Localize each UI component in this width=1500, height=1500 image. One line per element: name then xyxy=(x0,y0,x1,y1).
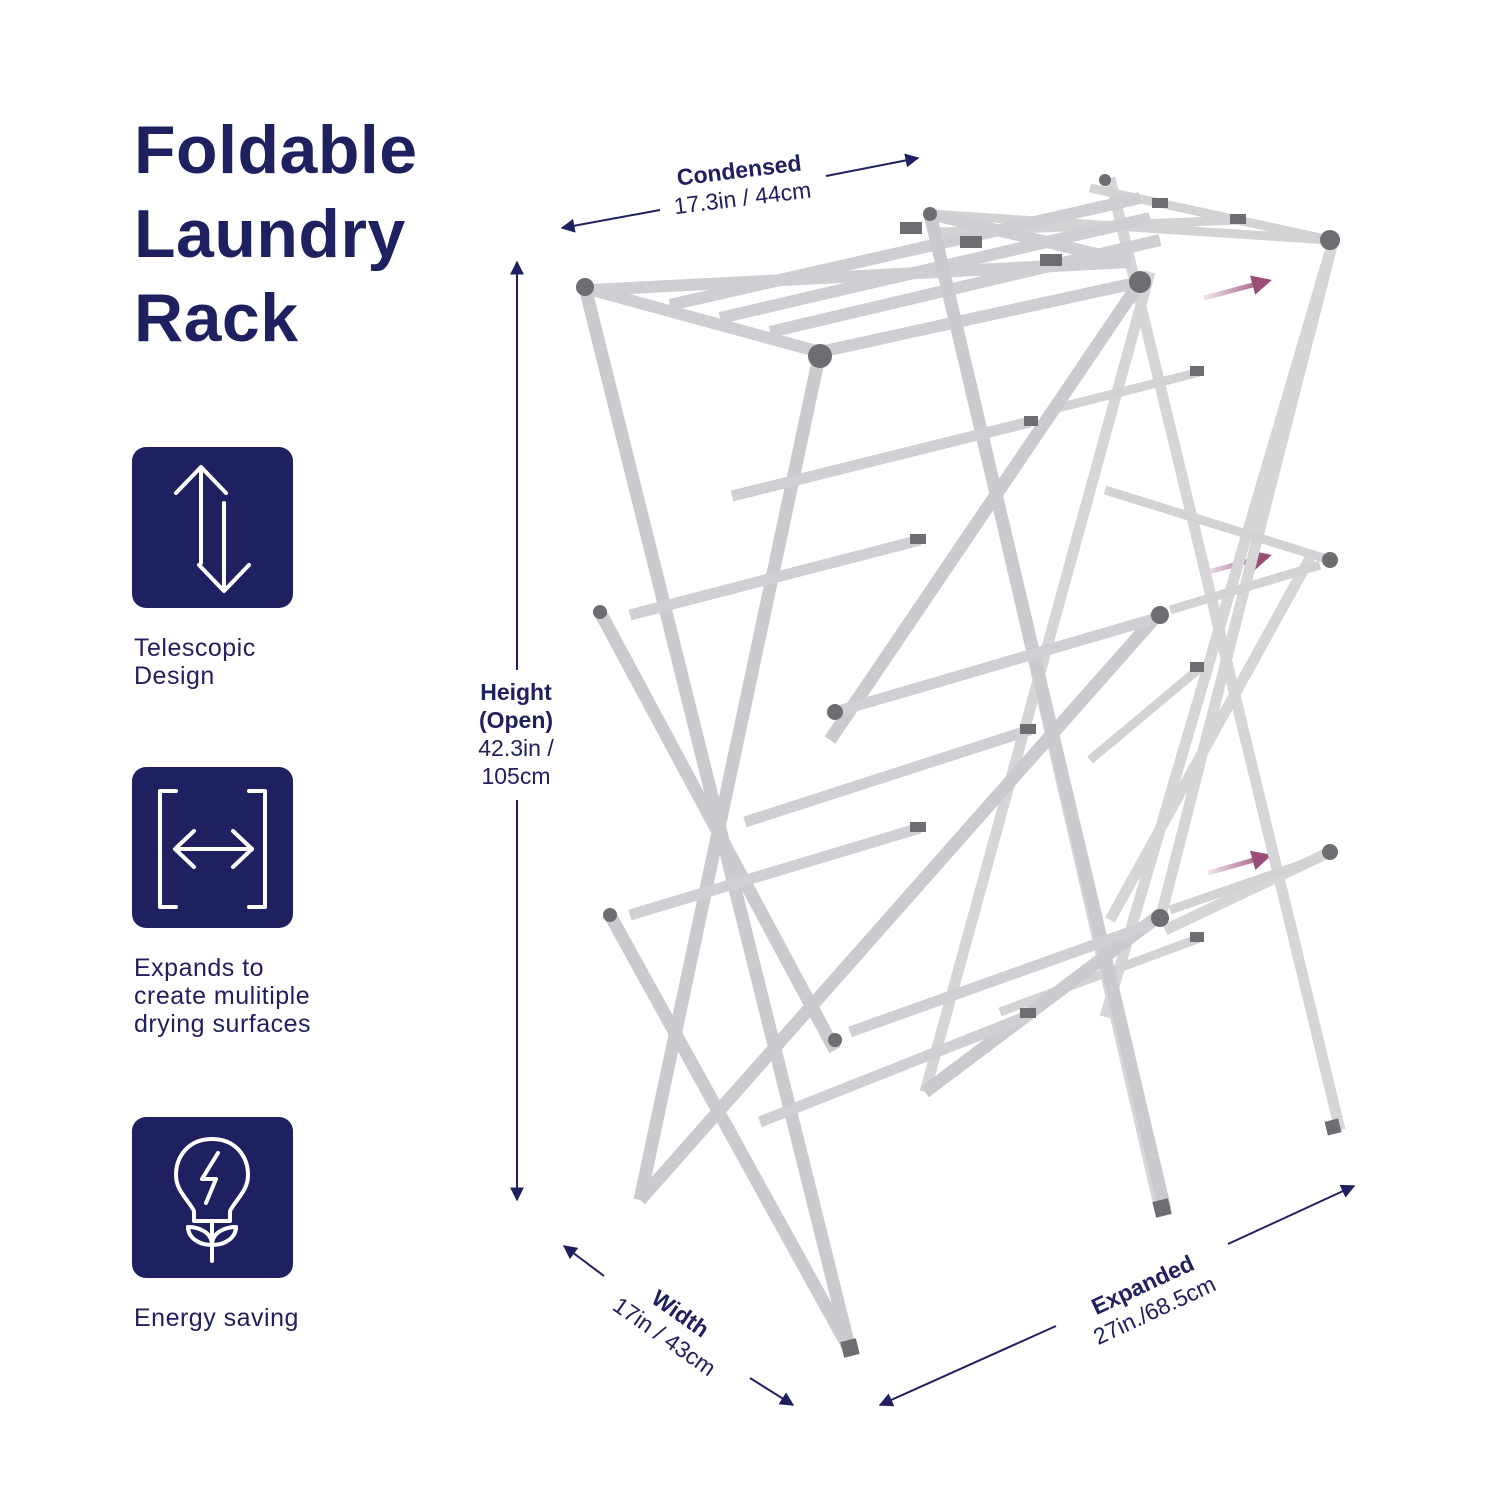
drying-rack xyxy=(576,174,1346,1358)
expand-direction-arrow-bottom xyxy=(1207,850,1272,876)
rack-joints xyxy=(576,174,1340,1047)
product-title: Foldable Laundry Rack xyxy=(134,108,494,360)
expanded-arrow-left xyxy=(878,1325,1057,1407)
rack-feet xyxy=(840,1118,1342,1358)
expanded-arrow-right xyxy=(1227,1184,1356,1245)
expand-direction-arrow-top xyxy=(1203,275,1272,301)
feature-label-telescopic: Telescopic Design xyxy=(134,634,256,690)
feature-label-energy: Energy saving xyxy=(134,1304,299,1332)
energy-bulb-plant-icon xyxy=(132,1117,293,1278)
title-line-3: Rack xyxy=(134,280,299,356)
condensed-arrow-left xyxy=(560,209,661,233)
condensed-arrow-right xyxy=(825,153,920,177)
width-arrow-upper xyxy=(562,1245,605,1277)
telescopic-arrows-icon xyxy=(132,447,293,608)
height-dimension-label: Height (Open) 42.3in / 105cm xyxy=(456,678,576,790)
width-arrow-lower xyxy=(749,1377,795,1406)
feature-label-expands: Expands to create mulitiple drying surfa… xyxy=(134,954,312,1038)
expand-brackets-icon xyxy=(132,767,293,928)
title-line-1: Foldable xyxy=(134,112,418,188)
title-line-2: Laundry xyxy=(134,196,406,272)
